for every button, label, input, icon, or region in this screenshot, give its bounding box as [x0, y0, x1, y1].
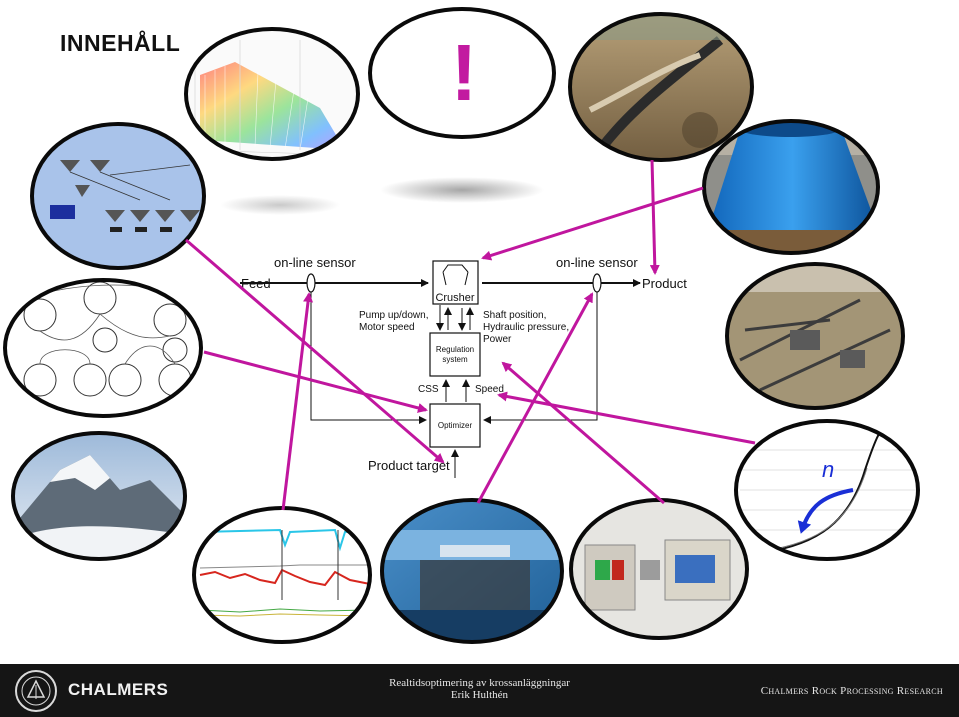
connector-arrow: [652, 160, 655, 273]
state-graph-image: [5, 280, 205, 420]
curve-label: n: [822, 457, 834, 482]
crushing-plant-photo: [725, 262, 905, 412]
speed-label: Speed: [475, 384, 504, 395]
time-series-plot-image: [190, 505, 375, 645]
control-cabinet-photo: [570, 500, 750, 640]
online-sensor-left-label: on-line sensor: [274, 255, 356, 270]
product-label: Product: [642, 276, 687, 291]
surface-plot-image: [180, 25, 370, 165]
crusher-label: Crusher: [435, 292, 474, 304]
ellipse-shadow: [380, 177, 544, 203]
feed-label: Feed: [241, 276, 271, 291]
exclamation-mark: !: [451, 28, 478, 117]
shaft-label-line2: Hydraulic pressure,: [483, 322, 569, 333]
connector-arrow: [186, 240, 443, 462]
crusher-machine-photo: [380, 500, 565, 645]
shaft-label-line3: Power: [483, 334, 512, 345]
mountain-photo: [10, 430, 190, 560]
exclamation-bubble: !: [370, 9, 554, 137]
slide-canvas: !: [0, 0, 959, 664]
connector-arrow: [499, 395, 755, 443]
pump-label-line1: Pump up/down,: [359, 310, 429, 321]
regulation-label-line1: Regulation: [436, 345, 474, 354]
process-flowsheet-image: [28, 120, 208, 275]
connector-arrow: [204, 352, 426, 410]
css-label: CSS: [418, 384, 439, 395]
optimizer-label: Optimizer: [438, 421, 473, 430]
footer-research-group: Chalmers Rock Processing Research: [761, 685, 943, 697]
ellipse-shadow: [220, 195, 340, 215]
connector-arrow: [503, 363, 664, 503]
size-distribution-curve-image: n: [735, 420, 920, 560]
online-sensor-right-label: on-line sensor: [556, 255, 638, 270]
regulation-label-line2: system: [442, 355, 468, 364]
shaft-label-line1: Shaft position,: [483, 310, 546, 321]
product-target-label: Product target: [368, 458, 450, 473]
pump-label-line2: Motor speed: [359, 322, 415, 333]
footer-bar: CHALMERS Realtidsoptimering av krossanlä…: [0, 664, 959, 717]
